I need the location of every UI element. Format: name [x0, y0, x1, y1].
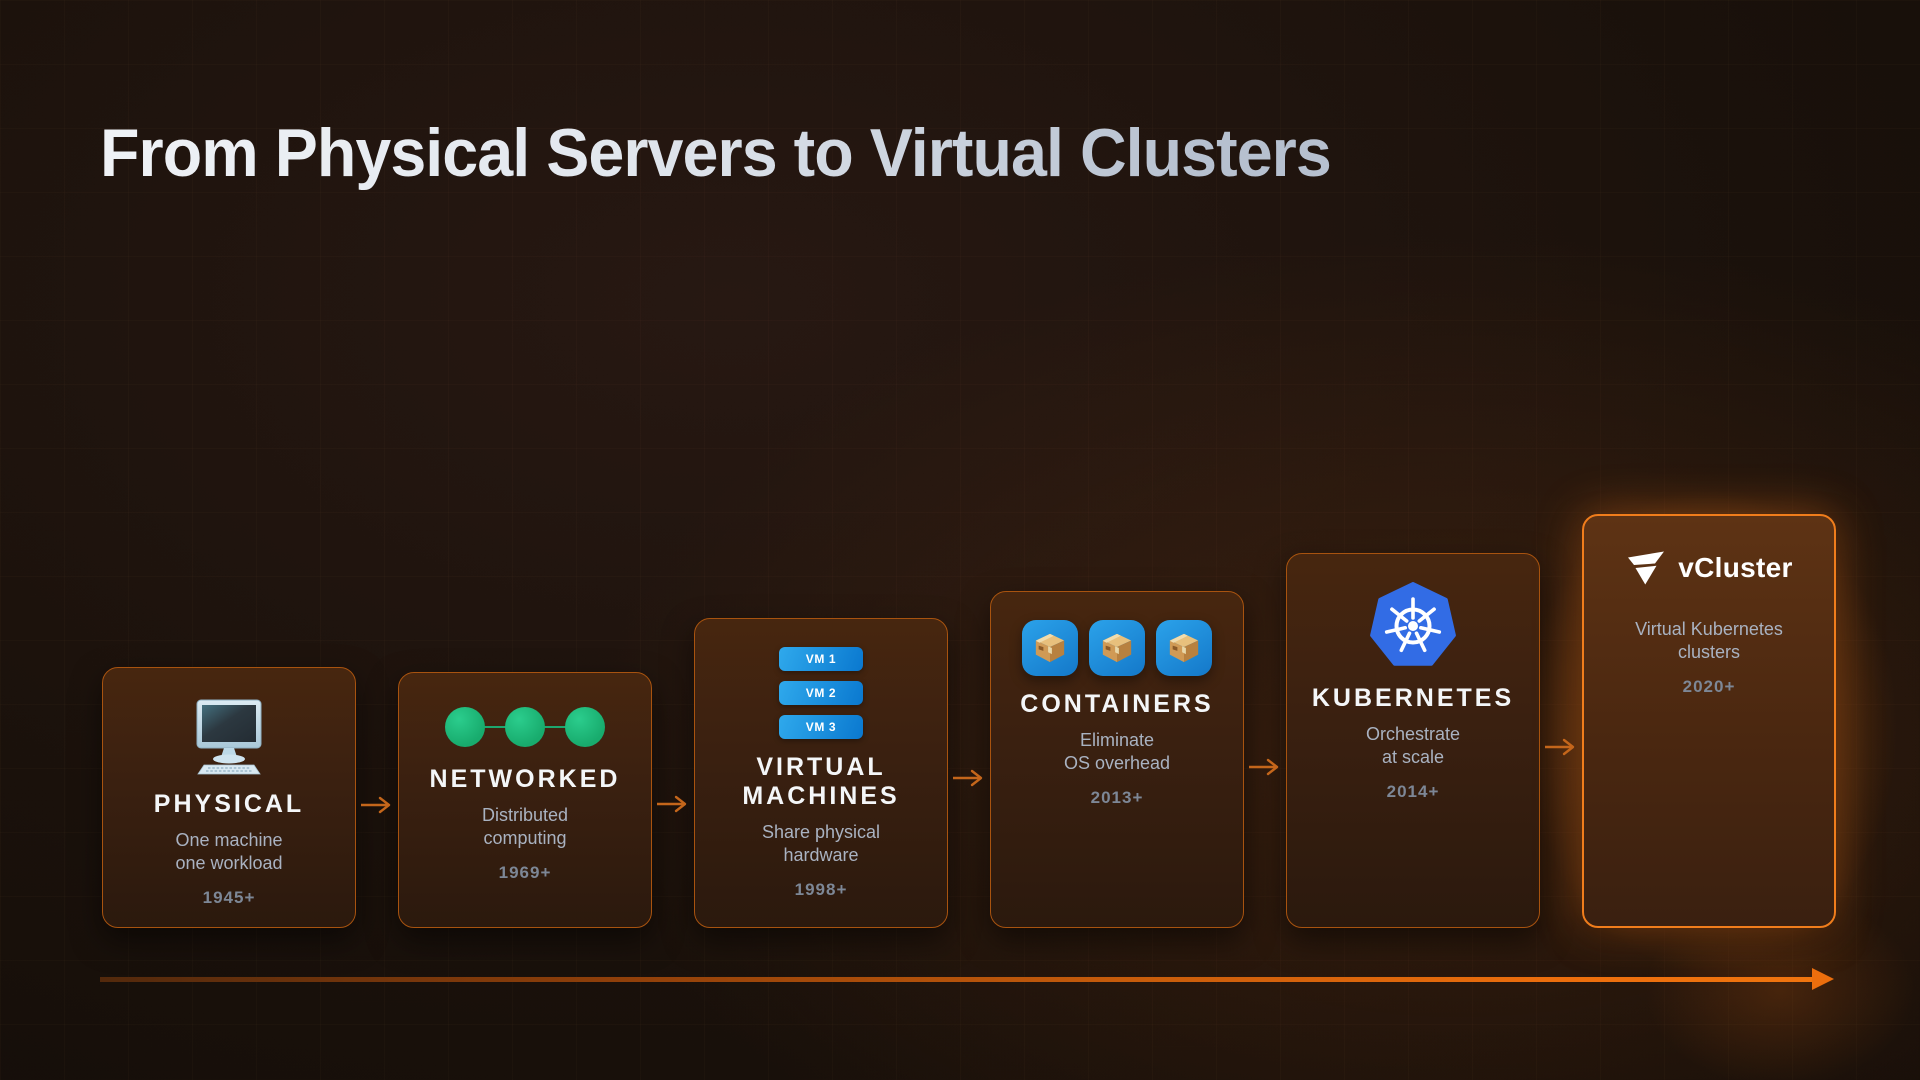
stage-card-virtual-machines: VM 1 VM 2 VM 3 VIRTUAL MACHINES Share ph… — [694, 618, 948, 928]
vm-badge: VM 1 — [779, 647, 863, 671]
stage-card-vcluster: vCluster Virtual Kubernetes clusters 202… — [1582, 514, 1836, 928]
network-node — [565, 707, 605, 747]
network-node — [505, 707, 545, 747]
stage-title: VIRTUAL MACHINES — [742, 753, 900, 810]
vm-stack-icon: VM 1 VM 2 VM 3 — [779, 647, 863, 739]
stage-desc: Orchestrate at scale — [1365, 724, 1461, 768]
vcluster-logo-icon: vCluster — [1625, 546, 1792, 590]
stage-year: 2013+ — [1090, 788, 1144, 808]
vm-badge: VM 2 — [779, 681, 863, 705]
stage-desc: Distributed computing — [481, 805, 569, 849]
stage-transition-arrow — [953, 769, 983, 787]
desktop-computer-icon — [191, 696, 267, 776]
stage-desc: Eliminate OS overhead — [1063, 730, 1171, 774]
kubernetes-wheel-icon — [1369, 582, 1457, 670]
stage-transition-arrow — [657, 795, 687, 813]
vcluster-wordmark: vCluster — [1678, 552, 1793, 583]
stage-desc: Virtual Kubernetes clusters — [1635, 619, 1783, 663]
stage-card-physical: PHYSICAL One machine one workload 1945+ — [102, 667, 356, 928]
stage-year: 1998+ — [794, 880, 848, 900]
stage-year: 1969+ — [498, 863, 552, 883]
stage-card-networked: NETWORKED Distributed computing 1969+ — [398, 672, 652, 928]
page-title: From Physical Servers to Virtual Cluster… — [100, 115, 1332, 191]
stage-title: NETWORKED — [429, 765, 621, 793]
stage-transition-arrow — [361, 796, 391, 814]
stage-desc: One machine one workload — [175, 830, 283, 874]
stage-card-containers: CONTAINERS Eliminate OS overhead 2013+ — [990, 591, 1244, 928]
stage-transition-arrow — [1249, 758, 1279, 776]
network-nodes-icon — [445, 703, 605, 751]
timeline-axis — [100, 977, 1812, 982]
package-icons-row — [1022, 620, 1212, 676]
stage-transition-arrow — [1545, 738, 1575, 756]
vcluster-mark-icon — [1628, 551, 1665, 585]
network-node — [445, 707, 485, 747]
package-icon — [1156, 620, 1212, 676]
stage-title: KUBERNETES — [1311, 684, 1515, 712]
stage-card-kubernetes: KUBERNETES Orchestrate at scale 2014+ — [1286, 553, 1540, 928]
package-icon — [1022, 620, 1078, 676]
vm-badge: VM 3 — [779, 715, 863, 739]
stage-year: 2020+ — [1682, 677, 1736, 697]
stage-title: PHYSICAL — [153, 790, 305, 818]
stage-year: 1945+ — [202, 888, 256, 908]
timeline-arrowhead-icon — [1812, 968, 1834, 990]
stage-desc: Share physical hardware — [761, 822, 881, 866]
package-icon — [1089, 620, 1145, 676]
stage-year: 2014+ — [1386, 782, 1440, 802]
stage-title: CONTAINERS — [1020, 690, 1214, 718]
